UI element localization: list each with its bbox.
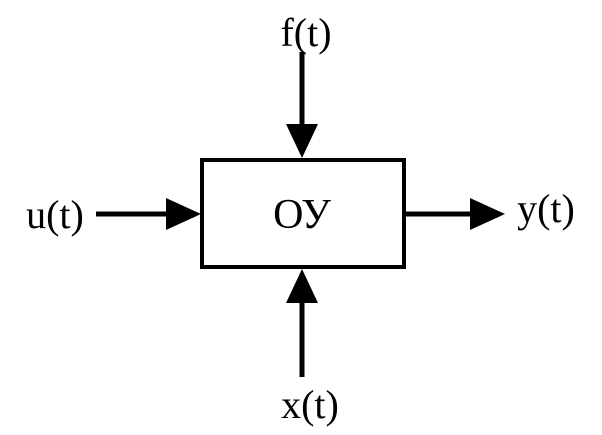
left-input-label: u(t) (26, 192, 84, 237)
right-output-arrowhead (470, 198, 505, 230)
bottom-input-arrowhead (286, 269, 318, 303)
top-input-arrowhead (286, 124, 318, 158)
bottom-input-label: x(t) (281, 382, 339, 427)
top-input-label: f(t) (280, 10, 331, 55)
block-label: ОУ (273, 192, 331, 238)
left-input-arrowhead (166, 198, 201, 230)
right-output-label: y(t) (517, 186, 575, 231)
